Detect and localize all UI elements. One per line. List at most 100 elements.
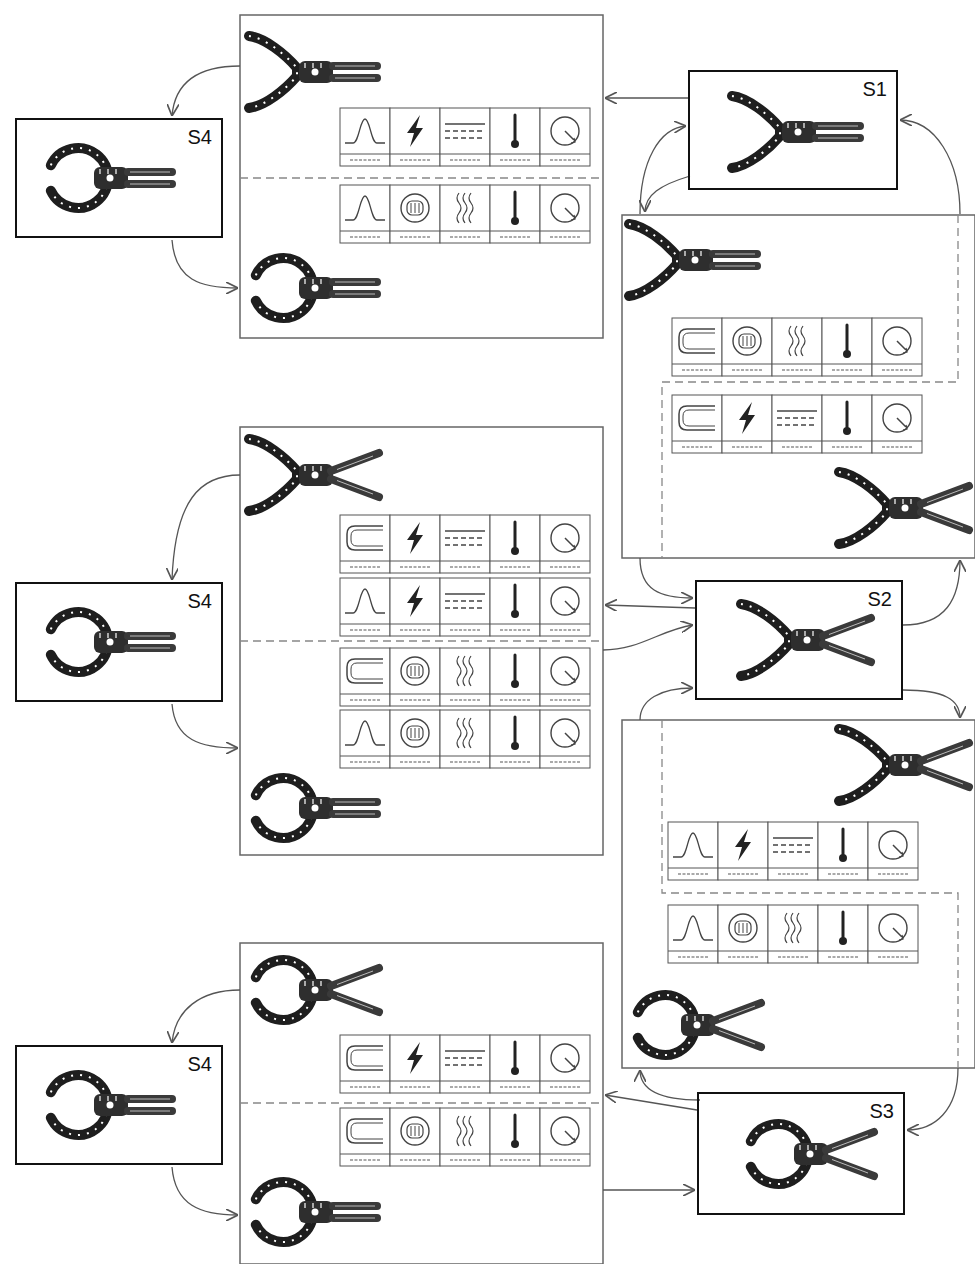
icon-cell-divider [340,561,390,562]
illegible-cell-caption [500,629,530,631]
icon-cell-divider [390,756,440,757]
gripper-handle [823,618,871,636]
icon-cell [540,578,590,636]
handle-line [927,746,963,760]
illegible-cell-caption [782,446,812,448]
signal-icon [345,196,385,220]
icon-cell-divider [872,364,922,365]
icon-cell [540,515,590,573]
state-label: S4 [188,590,212,612]
gauge-icon [571,608,575,613]
icon-cell [540,185,590,243]
thermometer-icon [514,1042,517,1067]
signal-icon [351,663,383,679]
illegible-cell-caption [350,1086,380,1088]
icon-cell-divider [768,868,818,869]
gauge-icon [571,678,575,683]
dash-icon [445,1057,485,1058]
icon-cell-divider [822,441,872,442]
jaw-texture [249,439,297,511]
handle-line [337,971,373,985]
coil-icon [743,336,744,346]
signal-icon [683,410,715,426]
bolt-icon [407,1042,423,1074]
gripper-handle [709,250,761,258]
icon-cell-divider [390,624,440,625]
gripper-figure [751,1124,874,1184]
transition-panel [622,720,975,1068]
illegible-cell-caption [678,956,708,958]
signal-icon [345,589,385,613]
pivot-tooth [894,756,895,761]
illegible-cell-caption [832,369,862,371]
illegible-cell-caption [450,699,480,701]
coil-icon [401,719,429,747]
gripper-figure [839,472,969,544]
pivot-pin [312,285,319,292]
illegible-cell-caption [400,159,430,161]
thermometer-icon [511,140,519,148]
coil-icon [407,664,423,678]
handle-line [335,1206,375,1207]
jaw-texture [839,472,887,544]
illegible-cell-caption [500,236,530,238]
icon-cell [718,822,768,880]
transition-arrow [605,1095,697,1110]
icon-cell [390,185,440,243]
icon-cell [818,905,868,963]
illegible-cell-caption [682,369,712,371]
gripper-pivot [299,797,333,819]
icon-cell [718,905,768,963]
pivot-pin [312,987,319,994]
icon-cell-divider [340,1081,390,1082]
handle-line [719,1031,755,1045]
coil-icon [739,334,755,348]
gripper-figure [741,604,871,676]
icon-cell [490,1035,540,1093]
transition-arrow [172,66,240,116]
icon-cell [390,515,440,573]
gauge-icon [565,538,574,547]
signal-icon [679,329,715,353]
gripper-handle [921,769,969,787]
icon-cell [822,318,872,376]
icon-cell [340,710,390,768]
illegible-cell-caption [828,956,858,958]
pivot-tooth [304,63,305,68]
gripper-figure [249,439,379,511]
wave-icon [469,1116,473,1146]
gripper-jaw [839,472,887,544]
illegible-cell-caption [500,699,530,701]
icon-cell [390,108,440,166]
illegible-cell-caption [400,699,430,701]
icon-cell [540,1108,590,1166]
handle-line [832,1135,868,1149]
signal-icon [351,1123,383,1139]
icon-cell [668,905,718,963]
pivot-tooth [807,1145,808,1150]
icon-cell [440,1108,490,1166]
pivot-tooth [304,1203,305,1208]
handle-line [130,1099,170,1100]
signal-icon [347,1046,383,1070]
pivot-pin [694,1022,701,1029]
dash-icon [773,837,813,838]
illegible-cell-caption [350,159,380,161]
illegible-cell-caption [500,1159,530,1161]
pivot-pin [902,762,909,769]
icon-cell-divider [718,951,768,952]
pivot-tooth [787,123,788,128]
handle-line [927,771,963,785]
pivot-tooth [812,631,813,636]
sensor-icon-row [340,648,590,706]
signal-icon [673,916,713,940]
handle-line [335,1218,375,1219]
pivot-pin [312,805,319,812]
icon-cell [340,185,390,243]
icon-cell [540,710,590,768]
gauge-icon [551,524,579,552]
sensor-icon-row [668,822,918,880]
gripper-pivot [299,464,333,486]
gauge-icon [571,740,575,745]
icon-cell-divider [440,694,490,695]
